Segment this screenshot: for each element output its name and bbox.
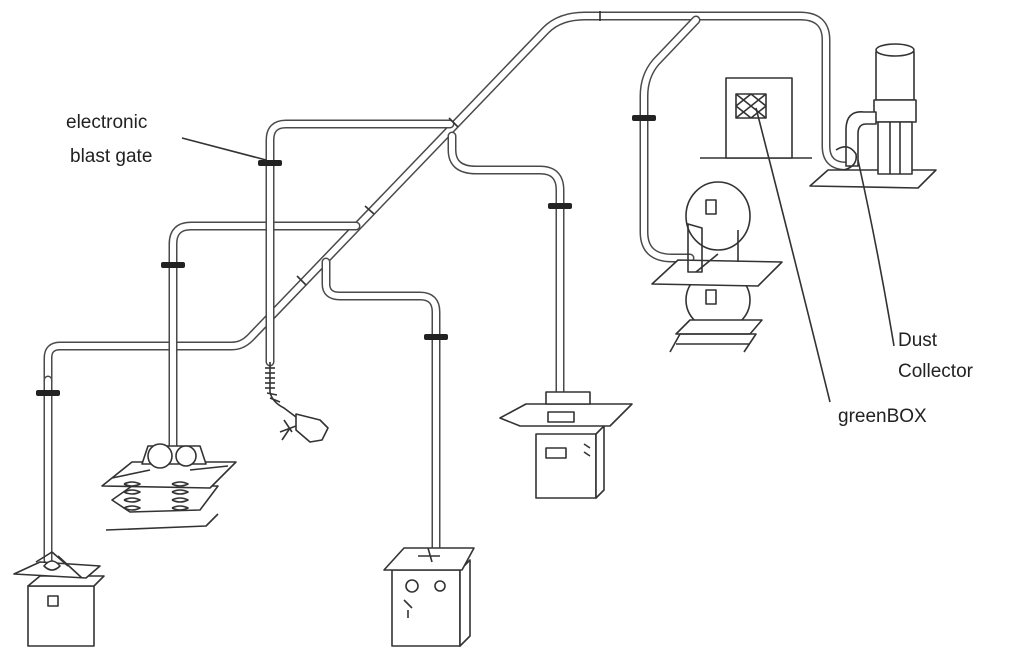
blast-gate-label: electronic blast gate bbox=[66, 112, 153, 167]
green-box-leader bbox=[755, 107, 831, 403]
blast-gate bbox=[632, 115, 656, 121]
green-box-label: greenBOX bbox=[838, 406, 927, 427]
labels: electronic blast gate greenBOX Dust Coll… bbox=[66, 112, 974, 427]
table-saw-icon bbox=[13, 551, 105, 647]
blast-gates bbox=[36, 115, 656, 396]
dust-collector-icon bbox=[809, 43, 937, 189]
dust-collector-leader bbox=[857, 159, 895, 347]
shaper-icon bbox=[499, 391, 633, 499]
blast-gate-label-line1: electronic bbox=[66, 112, 147, 133]
blast-gate-leader bbox=[181, 137, 267, 161]
blast-gate bbox=[161, 262, 185, 268]
control-box-icon bbox=[700, 77, 812, 159]
blast-gate-label-line2: blast gate bbox=[70, 146, 152, 167]
blast-gate bbox=[548, 203, 572, 209]
jointer-icon bbox=[101, 443, 237, 531]
leader-lines bbox=[181, 107, 895, 403]
floor-sweep-icon bbox=[265, 362, 329, 443]
band-saw-icon bbox=[651, 181, 783, 353]
blast-gate bbox=[258, 160, 282, 166]
blast-gate bbox=[36, 390, 60, 396]
dust-collector-label-line2: Collector bbox=[898, 361, 974, 382]
blast-gate bbox=[424, 334, 448, 340]
dust-collector-label: Dust Collector bbox=[898, 330, 974, 382]
dust-collector-label-line1: Dust bbox=[898, 330, 938, 351]
table-saw-icon bbox=[383, 547, 475, 647]
duct-network bbox=[43, 11, 851, 565]
